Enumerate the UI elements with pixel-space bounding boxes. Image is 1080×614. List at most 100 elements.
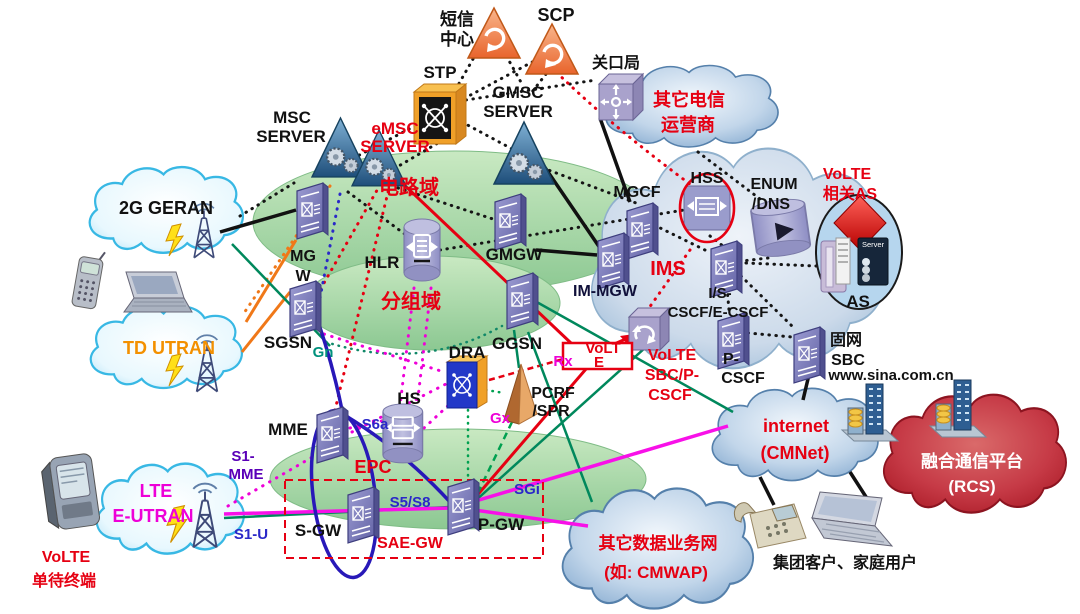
scp-label: SCP [537, 5, 574, 25]
td-utran-label: TD UTRAN [123, 338, 215, 358]
other-data-label: 其它数据业务网 [599, 533, 718, 553]
mgcf-icon [626, 202, 659, 260]
gx-label: Gx [490, 410, 511, 427]
ggsn-icon [506, 272, 539, 330]
epc-label: EPC [354, 457, 391, 477]
volte-as-label2: 相关AS [823, 184, 878, 203]
i-s-cscf-label: I/S- [708, 285, 731, 302]
as-server-text: Server [862, 240, 885, 249]
rx-label: Rx [553, 353, 573, 370]
desk-phone-icon [734, 502, 807, 549]
p-gw-icon [447, 478, 480, 536]
mme-label: MME [268, 420, 308, 439]
fixed-sbc-label2: SBC [831, 352, 865, 369]
volte-box-label: VoLT [585, 340, 620, 357]
dra-label: DRA [449, 343, 486, 362]
pcrf-label2: /SPR [532, 403, 570, 420]
volte-sbc-label2: SBC/P- [645, 367, 699, 384]
mme-icon [316, 406, 349, 464]
cs-domain-label: 电路域 [379, 175, 439, 199]
s-gw-icon [347, 486, 380, 544]
sms-center-label: 短信 [440, 9, 474, 29]
volte-sbc-label: VoLTE [648, 347, 697, 364]
other-telecom-label: 其它电信 [653, 89, 725, 110]
sgi-label: SGi [514, 481, 540, 498]
mgw-icon [296, 182, 329, 240]
geran-label: 2G GERAN [119, 198, 213, 218]
gmgw-icon [494, 193, 527, 251]
hss-highlight-circle [678, 172, 736, 244]
volte-sbc-label3: CSCF [648, 387, 692, 404]
sgsn-icon [289, 280, 322, 338]
ps-domain-label: 分组域 [381, 289, 441, 313]
volte-terminal-label2: 单待终端 [32, 571, 96, 590]
website-label: www.sina.com.cn [827, 367, 953, 384]
hlr-label: HLR [365, 253, 400, 272]
gn-label: Gn [313, 344, 334, 361]
im-mgw-icon [597, 232, 630, 290]
hlr-icon [403, 218, 441, 282]
s-gw-label: S-GW [295, 521, 342, 540]
fixed-sbc-label: 固网 [830, 331, 862, 349]
laptop-icon [123, 271, 193, 313]
as-servers-icon [820, 237, 889, 293]
s1-mme-label: S1- [231, 448, 254, 465]
other-telecom-label2: 运营商 [661, 114, 715, 135]
hss-icon [678, 172, 736, 244]
emsc-label: eMSC [371, 119, 418, 138]
mgw-label2: W [295, 268, 311, 285]
rcs-label2: (RCS) [948, 477, 995, 496]
gmsc-label2: SERVER [483, 102, 553, 121]
pcrf-label: PCRF [531, 385, 575, 402]
hss-label: HSS [691, 170, 724, 187]
fixed-sbc-icon [793, 326, 826, 384]
gateway-office-icon [597, 72, 645, 122]
msc-label: MSC [273, 108, 311, 127]
volte-callout-box [561, 341, 634, 371]
sgsn-label: SGSN [264, 333, 312, 352]
im-mgw-label: IM-MGW [573, 283, 638, 300]
volte-box-label2: E [594, 354, 604, 371]
sae-gw-label: SAE-GW [377, 535, 444, 552]
customers-label: 集团客户、家庭用户 [772, 553, 917, 572]
scp-icon [524, 22, 580, 76]
rcs-label: 融合通信平台 [921, 451, 1023, 471]
msc-label2: SERVER [256, 127, 326, 146]
labels: 短信 中心 SCP STP GMSC SERVER 关口局 MSC SERVER… [32, 5, 1023, 590]
volte-as-group [815, 194, 903, 310]
enum-label: ENUM [750, 176, 797, 193]
volte-terminal-icon [41, 453, 100, 530]
volte-terminal-label: VoLTE [42, 549, 91, 566]
s6a-label: S6a [362, 416, 389, 433]
p-gw-label: P-GW [478, 515, 525, 534]
internet-label: internet [763, 416, 829, 436]
feature-phone-icon [71, 251, 106, 310]
ggsn-label: GGSN [492, 334, 542, 353]
enum-dns-icon [749, 195, 813, 261]
i-s-cscf-label2: CSCF/E-CSCF [668, 304, 769, 321]
sms-center-label2: 中心 [440, 29, 474, 49]
emsc-label2: SERVER [360, 137, 430, 156]
s1-u-label: S1-U [234, 526, 268, 543]
gmsc-label: GMSC [493, 83, 544, 102]
s1-mme-label2: MME [229, 466, 264, 483]
server-building-icon [841, 383, 899, 442]
internet-label2: (CMNet) [761, 443, 830, 463]
gateway-office-label: 关口局 [592, 53, 640, 72]
stp-label: STP [423, 63, 456, 82]
p-cscf-label2: CSCF [721, 370, 765, 387]
s5-s8-label: S5/S8 [390, 494, 431, 511]
lte-eutran-label2: E-UTRAN [113, 506, 194, 526]
home-laptop-icon [811, 491, 894, 547]
other-data-label2: (如: CMWAP) [604, 562, 708, 582]
volte-sbc-icon [627, 306, 671, 352]
gmgw-label: GMGW [486, 245, 544, 264]
p-cscf-label: P- [723, 351, 739, 368]
as-label: AS [846, 292, 870, 311]
lte-eutran-label: LTE [140, 481, 173, 501]
mgcf-label: MGCF [613, 184, 660, 201]
enum-label2: /DNS [752, 196, 791, 213]
stp-icon [412, 82, 468, 146]
hs-icon [382, 403, 424, 464]
